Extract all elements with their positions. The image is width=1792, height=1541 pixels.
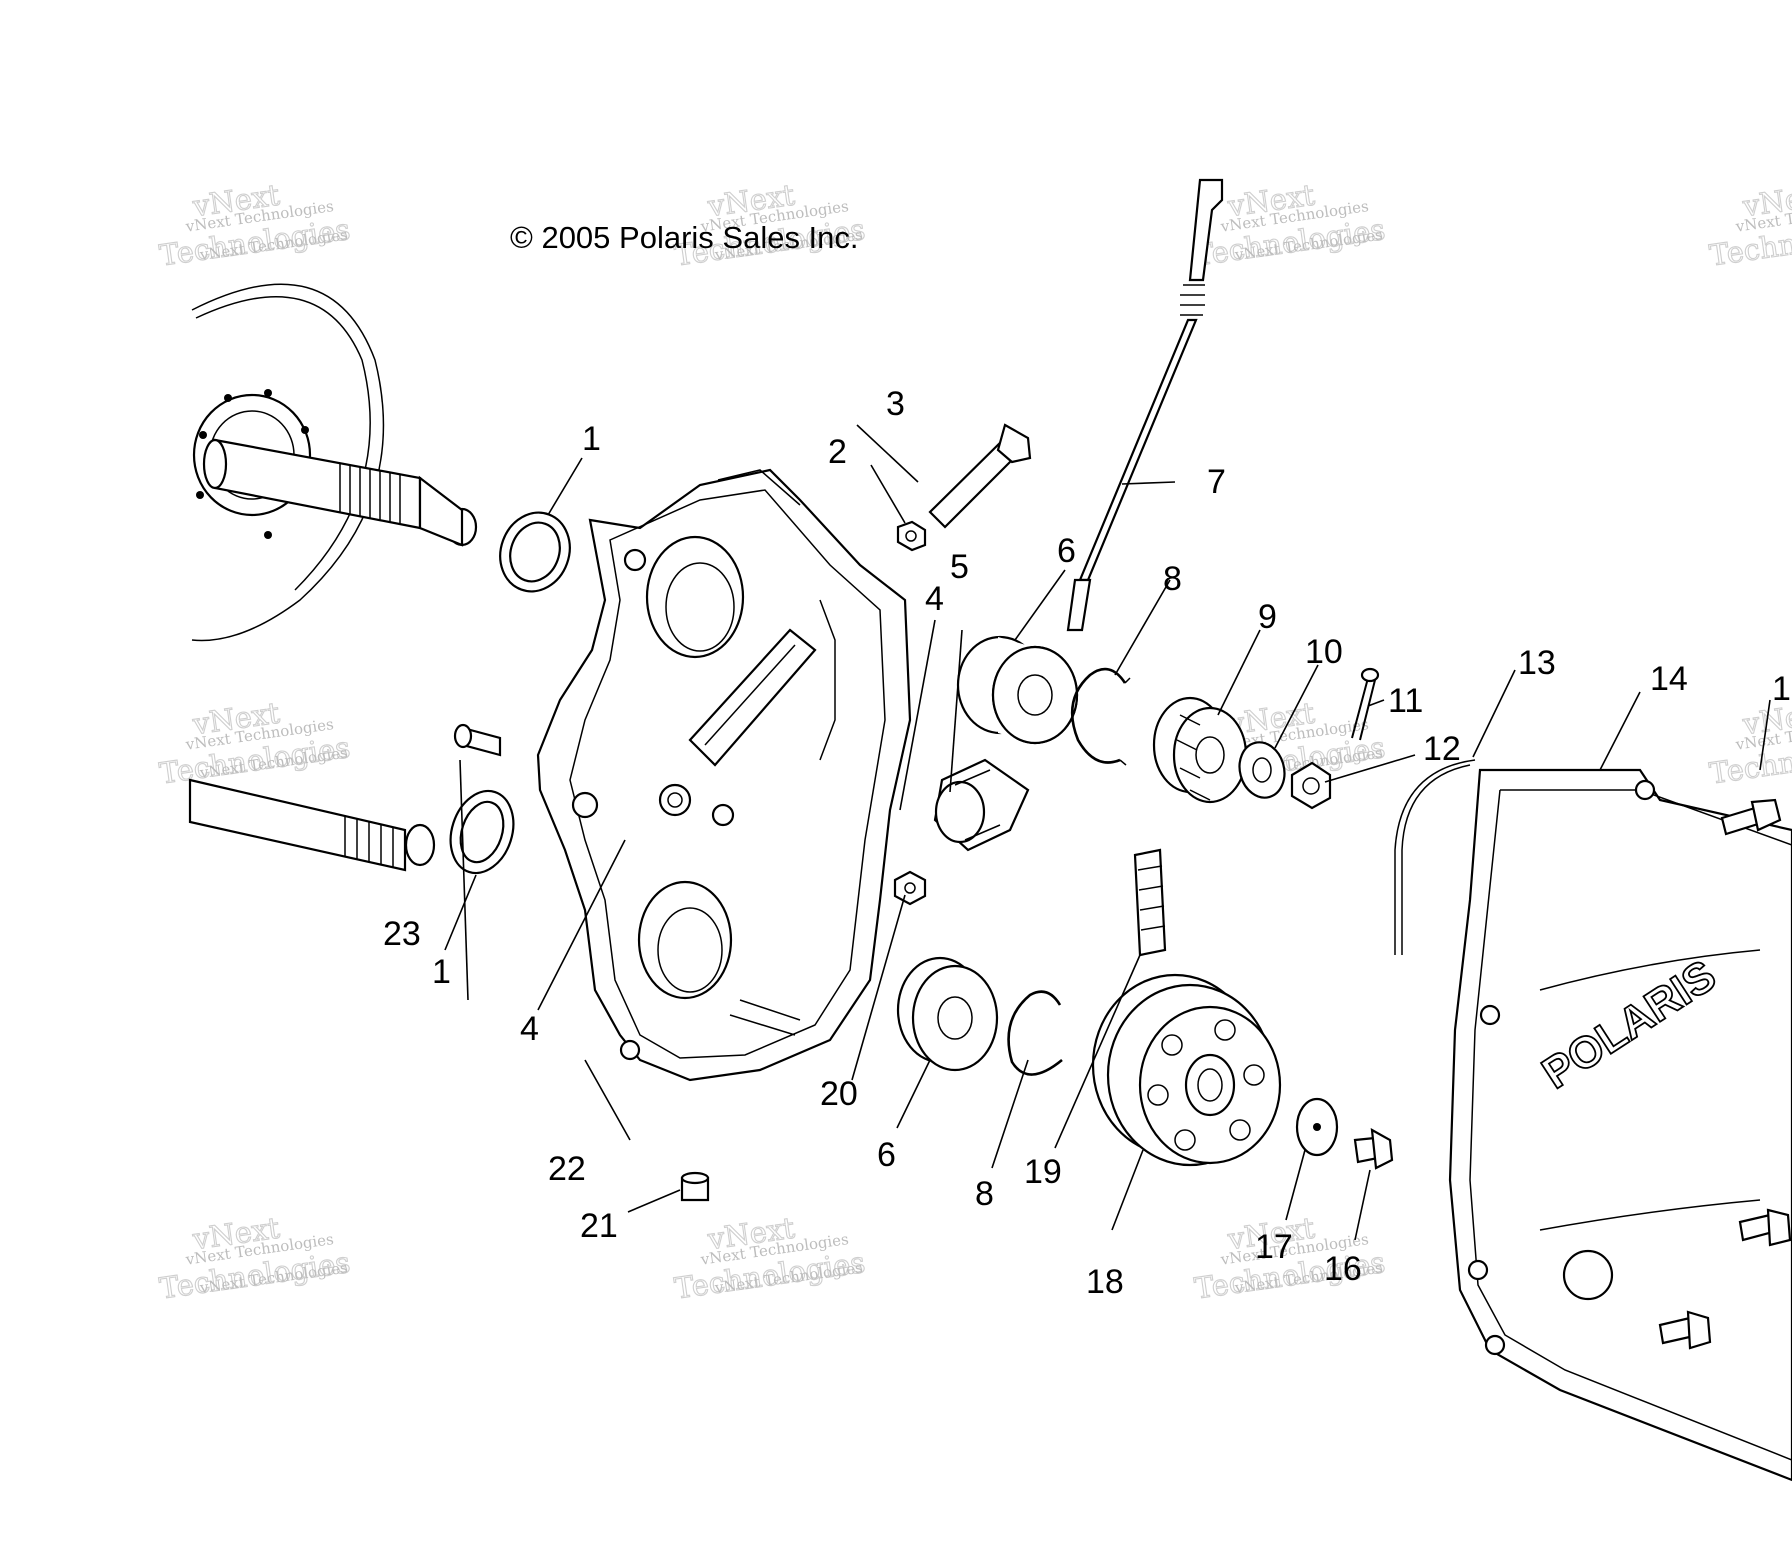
callout-18: 18 [1086, 1263, 1124, 1301]
copyright-notice: © 2005 Polaris Sales Inc. [510, 220, 859, 255]
callout-17: 17 [1255, 1228, 1293, 1266]
callout-5: 5 [950, 548, 969, 586]
cotter-pin [1351, 667, 1380, 741]
watermark: vNext vNext Technologies Technologies vN… [1192, 177, 1388, 273]
callout-15: 1 [1772, 670, 1791, 708]
callout-22: 22 [548, 1150, 586, 1188]
snap-ring-top [1070, 667, 1131, 766]
driven-gear [1091, 973, 1282, 1167]
callout-2: 2 [828, 433, 847, 471]
callout-16: 16 [1324, 1250, 1362, 1288]
cover-bolt [1738, 1208, 1792, 1247]
callout-4: 4 [925, 580, 944, 618]
chain-tensioner [933, 758, 1030, 852]
chaincase-cover: POLARIS [1448, 768, 1792, 1482]
watermark: vNext vNext Technologies Technologies vN… [157, 177, 353, 273]
dowel-pin [453, 723, 502, 757]
snap-ring-bottom [1007, 990, 1063, 1076]
watermark: vNext vNext Technologies Technologies vN… [1192, 1210, 1388, 1306]
bearing-top [956, 635, 1079, 745]
cover-bolt [1658, 1310, 1712, 1350]
gearcase-housing [536, 468, 912, 1082]
dipstick [1066, 178, 1224, 632]
nut-housing [893, 870, 927, 906]
callout-14: 14 [1650, 660, 1688, 698]
callout-8: 8 [1163, 560, 1182, 598]
callout-11: 11 [1388, 682, 1423, 720]
drive-chain [1133, 848, 1167, 957]
leader-lines [444, 424, 1771, 1241]
castle-nut [1290, 761, 1332, 810]
callout-1: 1 [582, 420, 601, 458]
cover-bolts [1658, 798, 1792, 1350]
watermark: vNext vNext Technologies Technologies vN… [157, 1210, 353, 1306]
callout-4: 4 [520, 1010, 539, 1048]
callout-3: 3 [886, 385, 905, 423]
drain-plug [680, 1171, 710, 1202]
watermark: vNext vNext Technologies Technologies [1707, 177, 1792, 273]
cover-gasket [1394, 759, 1476, 955]
drive-pulley-shaft [191, 283, 478, 642]
watermark: vNext vNext Technologies Technologies vN… [672, 1210, 868, 1306]
cover-bolt [1720, 798, 1782, 836]
callouts: 1 1 2 3 4 4 5 6 6 7 8 8 9 10 11 12 13 14… [383, 385, 1791, 1301]
drive-sprocket [1152, 696, 1248, 804]
callout-23: 23 [383, 915, 421, 953]
callout-8: 8 [975, 1175, 994, 1213]
callout-1: 1 [432, 953, 451, 991]
watermark: vNext vNext Technologies Technologies vN… [157, 695, 353, 791]
callout-6: 6 [877, 1136, 896, 1174]
callout-21: 21 [580, 1207, 618, 1245]
callout-6: 6 [1057, 532, 1076, 570]
oil-seal-bottom [449, 789, 515, 875]
callout-13: 13 [1518, 644, 1556, 682]
nut-top [896, 520, 927, 552]
washer [1238, 741, 1286, 799]
callout-12: 12 [1423, 730, 1461, 768]
callout-20: 20 [820, 1075, 858, 1113]
callout-19: 19 [1024, 1153, 1062, 1191]
gear-bolt [1353, 1128, 1394, 1170]
callout-7: 7 [1207, 463, 1226, 501]
callout-9: 9 [1258, 598, 1277, 636]
oil-seal-top [499, 511, 571, 593]
callout-10: 10 [1305, 633, 1343, 671]
bearing-bottom [896, 956, 999, 1072]
bolt [928, 423, 1032, 529]
driven-shaft [188, 778, 436, 872]
gear-washer [1295, 1097, 1339, 1157]
